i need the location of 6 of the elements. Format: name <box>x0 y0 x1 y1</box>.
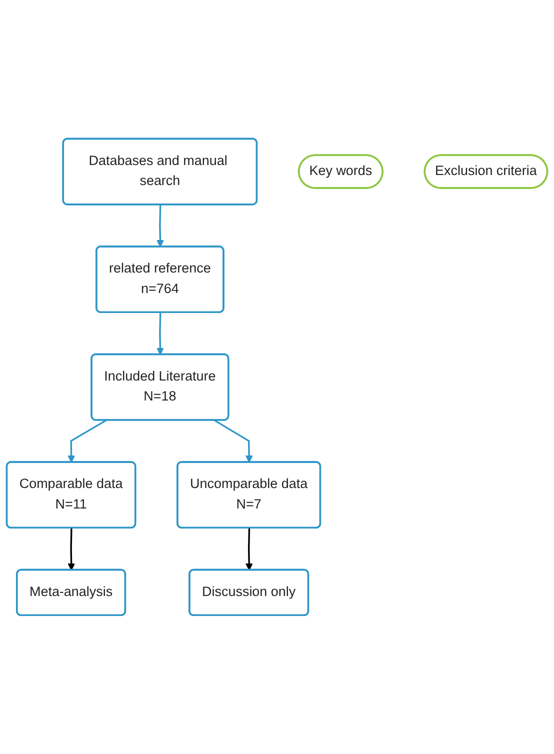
arrow <box>68 420 107 463</box>
arrow <box>156 204 164 248</box>
arrow <box>156 312 164 356</box>
arrow <box>68 528 76 571</box>
arrow <box>245 528 253 571</box>
arrow <box>214 420 253 463</box>
